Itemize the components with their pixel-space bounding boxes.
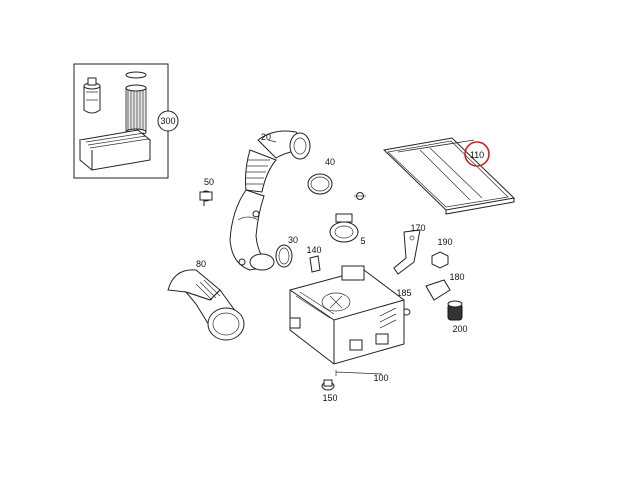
callout-40: 40 <box>325 157 335 167</box>
callout-200: 200 <box>452 324 467 334</box>
inset-kit-300: 300 <box>73 63 179 179</box>
highlight-circle-110 <box>464 141 490 167</box>
callout-30: 30 <box>288 235 298 245</box>
part-30-clamp <box>275 244 293 268</box>
callout-180: 180 <box>449 272 464 282</box>
part-190-nut <box>431 251 449 269</box>
callout-150: 150 <box>322 393 337 403</box>
oil-filter-element <box>125 71 147 136</box>
callout-110: 110 <box>470 150 484 160</box>
callout-100: 100 <box>373 373 388 383</box>
oil-filter-housing <box>83 77 101 114</box>
callout-300: 300 <box>160 116 175 126</box>
cabin-filter <box>78 129 152 171</box>
part-150-plug <box>321 379 335 391</box>
callout-300-circle <box>157 110 179 132</box>
part-40-seal-ring <box>307 173 333 195</box>
callout-190: 190 <box>437 237 452 247</box>
part-20-intake-hose <box>229 130 311 271</box>
part-80-intake-duct <box>167 269 245 341</box>
part-5-air-mass-sensor <box>329 213 359 243</box>
callout-50: 50 <box>204 177 214 187</box>
part-180-mount <box>425 279 451 301</box>
part-100-filter-housing <box>289 265 405 365</box>
callout-20: 20 <box>261 132 271 142</box>
part-110-air-filter <box>382 137 516 215</box>
part-170-bracket <box>393 229 421 275</box>
part-50-bolt <box>199 190 213 206</box>
callout-5: 5 <box>360 236 365 246</box>
part-200-rubber-mount <box>447 300 463 321</box>
part-fastener-small <box>354 192 366 200</box>
callout-80: 80 <box>196 259 206 269</box>
part-140-clip <box>309 255 321 273</box>
callout-170: 170 <box>410 223 425 233</box>
callout-185: 185 <box>396 288 411 298</box>
callout-140: 140 <box>306 245 321 255</box>
